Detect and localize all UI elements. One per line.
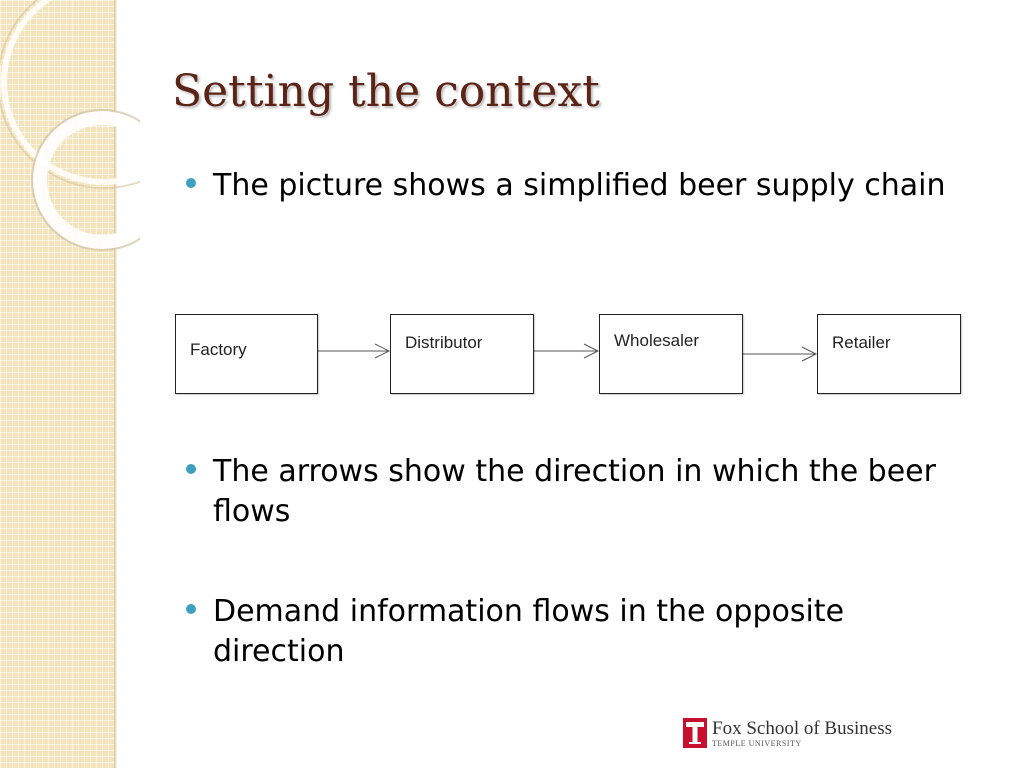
temple-t-logo-icon: [683, 718, 707, 748]
logo-name: Fox School of Business: [712, 718, 892, 739]
bullet-text: Demand information flows in the opposite…: [213, 594, 845, 669]
node-label: Factory: [190, 340, 247, 359]
decorative-rings: [0, 0, 140, 251]
node-label: Retailer: [832, 333, 891, 352]
side-panel-edge: [114, 0, 117, 768]
node-label: Distributor: [405, 333, 483, 352]
bullet-text: The arrows show the direction in which t…: [213, 454, 936, 529]
supply-chain-diagram: Factory Distributor Wholesaler Retailer: [170, 308, 970, 404]
slide-title: Setting the context: [172, 66, 600, 117]
node-retailer: Retailer: [817, 314, 961, 394]
node-wholesaler: Wholesaler: [599, 314, 743, 394]
bullet-dot-icon: [186, 178, 196, 188]
bullet-dot-icon: [186, 604, 196, 614]
fox-school-logo: Fox School of Business TEMPLE UNIVERSITY: [683, 716, 903, 752]
node-label: Wholesaler: [614, 331, 700, 350]
node-distributor: Distributor: [390, 314, 534, 394]
node-factory: Factory: [175, 314, 318, 394]
flow-arrows: [318, 343, 818, 362]
logo-subtitle: TEMPLE UNIVERSITY: [712, 739, 802, 748]
bullet-text: The picture shows a simplified beer supp…: [213, 168, 946, 203]
bullet-dot-icon: [186, 464, 196, 474]
